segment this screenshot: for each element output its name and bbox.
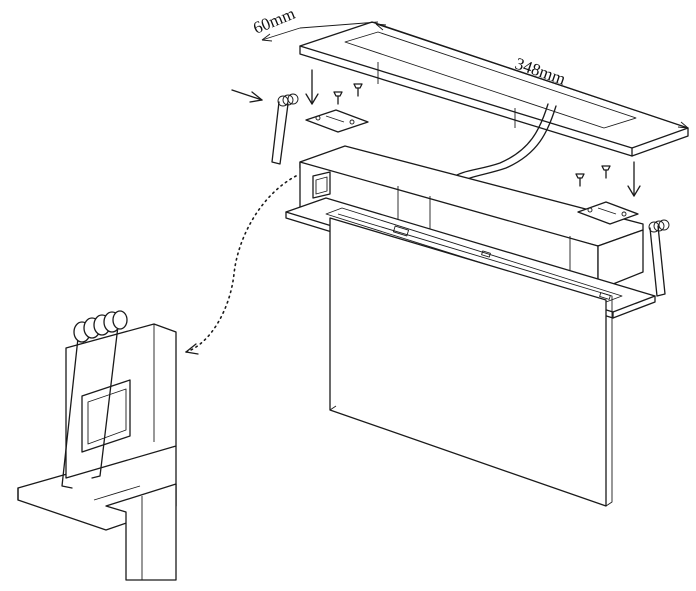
detail-inset: [17, 310, 177, 581]
width-dimension-label: 60mm: [250, 4, 297, 38]
screw-icon: [353, 83, 363, 97]
mounting-bracket-left: [305, 109, 369, 133]
screw-icon: [575, 173, 585, 187]
screw-icon: [601, 165, 611, 179]
power-cable: [451, 103, 549, 179]
spring-clip-right: [648, 219, 670, 297]
screw-icon: [333, 91, 343, 105]
arrow-right-icon: [231, 89, 263, 103]
detail-callout-line: [185, 175, 297, 353]
ceiling-cutout: [299, 21, 689, 157]
arrow-down-icon: [627, 161, 641, 197]
arrow-down-icon: [305, 69, 319, 105]
sign-panel: [329, 213, 613, 507]
mounting-bracket-right: [577, 201, 639, 225]
spring-clip-left: [271, 93, 299, 165]
